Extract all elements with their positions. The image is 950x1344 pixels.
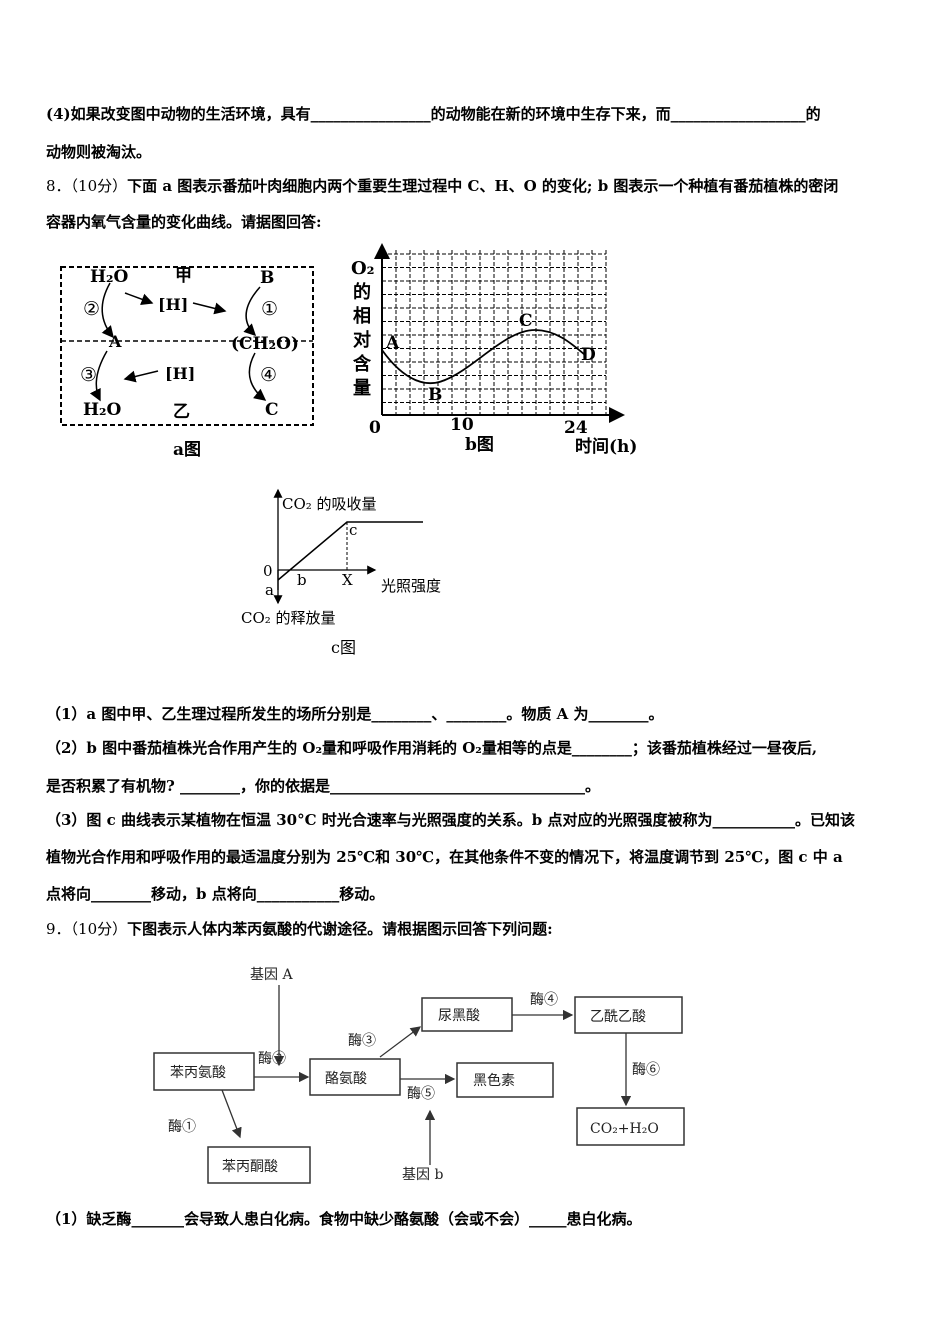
q9-part1: （1）缺乏酶_______会导致人患白化病。食物中缺少酪氨酸（会或不会）____… [46,1210,642,1228]
fig-b-point-a: A [385,333,400,353]
label-enzyme-3: 酶③ [348,1033,376,1049]
q8-part3-line1: （3）图 c 曲线表示某植物在恒温 30°C 时光合速率与光照强度的关系。b 点… [46,811,855,829]
fig-a-n4: ④ [260,364,277,386]
fig-b-curve [381,329,586,384]
fig-c-b: b [297,571,307,589]
label-enzyme-2: 酶② [258,1051,286,1067]
q8-part2-line2: 是否积累了有机物? ________，你的依据是________________… [46,777,601,795]
label-enzyme-1: 酶① [168,1119,196,1135]
fig-a-h2o-bottom: H₂O [83,400,122,420]
q8-part1: （1）a 图中甲、乙生理过程所发生的场所分别是________、________… [46,705,664,723]
q9-intro: 9．（10分）下图表示人体内苯丙氨酸的代谢途径。请根据图示回答下列问题: [46,918,553,939]
fig-b-ylabel-4: 含 [353,353,372,375]
fig-a-h1: [H] [158,295,188,314]
fig-b-caption: b图 [465,435,494,455]
fig-b-point-d: D [581,345,596,365]
label-homogentisic: 尿黑酸 [438,1008,480,1024]
figure-c: CO₂ 的吸收量 0 a b c X 光照强度 CO₂ 的释放量 c图 [241,488,441,657]
label-acetoacetic: 乙酰乙酸 [590,1009,646,1025]
fig-b-xlabel: 时间(h) [575,436,637,457]
q8-number: 8．（10分） [46,177,128,195]
fig-c-ybottom: CO₂ 的释放量 [241,609,336,627]
label-enzyme-6: 酶⑥ [632,1062,660,1078]
fig-a-n3: ③ [80,364,97,386]
box-phenylalanine [153,1052,255,1091]
fig-b-point-c: C [519,311,533,331]
fig-b-tick-0: 0 [369,418,381,438]
fig-a-n2: ② [83,298,100,320]
fig-c-xlabel: 光照强度 [381,577,441,595]
fig-a-h2: [H] [165,364,195,383]
label-gene-b: 基因 b [402,1166,443,1183]
q8-part2-line1: （2）b 图中番茄植株光合作用产生的 O₂量和呼吸作用消耗的 O₂量相等的点是_… [46,739,818,757]
q8-part3-line3: 点将向________移动，b 点将向___________移动。 [46,885,385,903]
label-enzyme-5: 酶⑤ [407,1086,435,1102]
fig-a-c: C [265,400,279,420]
q9-number: 9．（10分） [46,920,128,938]
fig-b-ylabel-2: 相 [353,306,371,327]
label-phenylpyruvic: 苯丙酮酸 [222,1158,278,1175]
fig-b-tick-10: 10 [450,415,474,435]
label-gene-a: 基因 A [250,966,293,983]
label-tyrosine: 酪氨酸 [325,1071,367,1087]
label-enzyme-4: 酶④ [530,992,558,1008]
fig-c-x: X [342,571,353,589]
q9-intro-text: 下图表示人体内苯丙氨酸的代谢途径。请根据图示回答下列问题: [127,920,553,938]
q8-intro-text: 下面 a 图表示番茄叶肉细胞内两个重要生理过程中 C、H、O 的变化; b 图表… [127,177,839,195]
figure-a-border [60,266,314,426]
fig-c-zero: 0 [263,562,273,580]
q8-part3-line2: 植物光合作用和呼吸作用的最适温度分别为 25℃和 30℃，在其他条件不变的情况下… [46,848,843,866]
fig-b-point-b: B [428,385,442,405]
box-melanin [456,1062,554,1098]
fig-a-yi: 乙 [173,402,190,422]
fig-a-jia: 甲 [175,266,192,286]
label-phenylalanine: 苯丙氨酸 [170,1064,226,1081]
fig-a-caption: a图 [173,440,201,460]
q7-part4-line1: (4)如果改变图中动物的生活环境，具有________________的动物能在… [46,105,821,123]
fig-a-n1: ① [261,298,278,320]
figure-a: H₂O 甲 B ② [H] ① A (CH₂O) ③ [H] ④ H₂O 乙 C… [60,266,314,460]
fig-a-ch2o: (CH₂O) [231,334,299,354]
box-phenylpyruvic [207,1146,311,1184]
fig-b-ylabel-3: 对 [353,329,371,351]
q7-part4-line2: 动物则被淘汰。 [46,143,152,161]
fig-b-ylabel-5: 量 [353,377,371,399]
fig-c-caption: c图 [331,638,356,657]
fig-a-a: A [108,332,122,351]
figure-b: O₂ 的 相 对 含 量 A B C D 0 10 24 b图 时间(h) [351,243,637,457]
fig-c-c: c [349,521,357,539]
figure-b-grid [382,250,607,415]
label-co2-h2o: CO₂+H₂O [590,1121,659,1137]
label-melanin: 黑色素 [473,1072,515,1089]
figure-9-pathway: 基因 A 苯丙氨酸 酪氨酸 尿黑酸 乙酰乙酸 黑色素 CO₂+H₂O 苯丙酮酸 … [153,966,685,1184]
fig-a-h2o-top: H₂O [90,267,129,287]
box-acetoacetic [574,996,683,1034]
fig-c-a: a [265,581,274,599]
q8-intro-line1: 8．（10分）下面 a 图表示番茄叶肉细胞内两个重要生理过程中 C、H、O 的变… [46,175,838,196]
q8-intro-line2: 容器内氧气含量的变化曲线。请据图回答: [46,213,322,231]
fig-b-ylabel-1: 的 [353,281,371,303]
box-co2-h2o [576,1107,685,1146]
fig-a-b: B [260,268,274,288]
box-tyrosine [309,1058,401,1096]
fig-c-ytop: CO₂ 的吸收量 [282,495,377,513]
fig-b-tick-24: 24 [564,418,588,438]
fig-b-ylabel-0: O₂ [351,258,375,279]
